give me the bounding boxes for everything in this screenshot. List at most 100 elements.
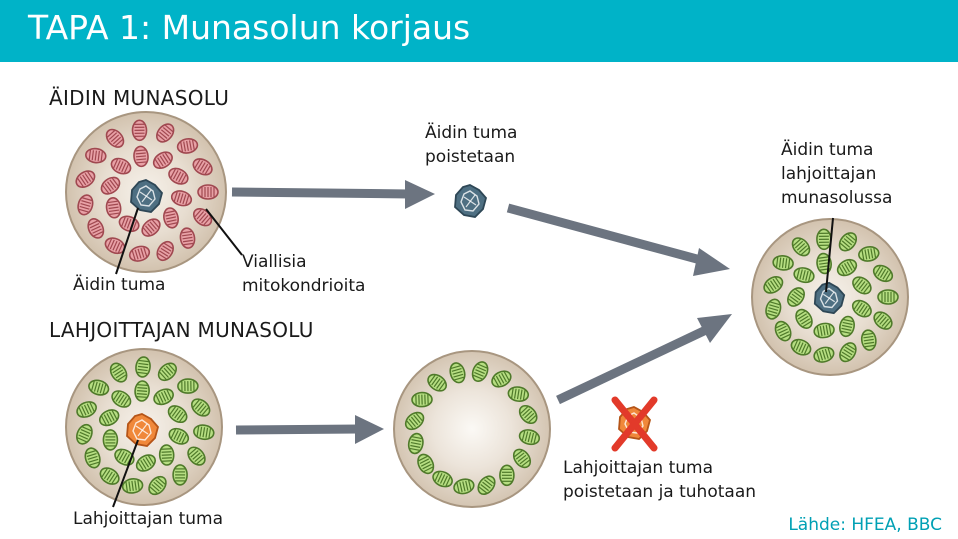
healthy-mitochondrion — [157, 362, 177, 382]
faulty-mitochondrion — [192, 207, 213, 227]
healthy-mitochondrion — [507, 386, 530, 402]
healthy-mitochondrion — [477, 475, 496, 495]
healthy-mitochondrion — [76, 423, 93, 445]
title-bar: TAPA 1: Munasolun korjaus — [0, 0, 958, 62]
healthy-mitochondrion — [121, 478, 144, 494]
faulty-mitochondrion — [168, 167, 189, 185]
healthy-mitochondrion — [518, 404, 538, 425]
healthy-mitochondrion — [427, 373, 447, 392]
donor-nucleus-icon — [126, 413, 159, 447]
healthy-mitochondrion — [791, 237, 811, 257]
removed-mother-nucleus-icon — [454, 184, 487, 218]
result-label-line3: munasolussa — [781, 188, 893, 208]
healthy-mitochondrion — [851, 299, 872, 318]
faulty-mitochondrion — [176, 137, 199, 154]
transferred-mother-nucleus-icon — [813, 281, 846, 315]
mother-nucleus-label: Äidin tuma — [73, 275, 166, 295]
faulty-mitochondrion — [104, 237, 126, 255]
healthy-mitochondrion — [449, 362, 466, 384]
healthy-mitochondrion — [816, 228, 832, 251]
healthy-mitochondrion — [852, 276, 872, 295]
leader-mother-nucleus — [115, 207, 139, 275]
arrow-removed-to-result — [506, 203, 730, 276]
healthy-mitochondrion — [790, 338, 812, 356]
healthy-mitochondrion — [172, 464, 188, 486]
leader-result-nucleus — [825, 217, 834, 293]
donor-removed-label-line1: Lahjoittajan tuma — [563, 458, 713, 478]
healthy-mitochondrion — [813, 346, 835, 363]
arrow-emptied-to-result — [556, 314, 732, 405]
healthy-mitochondrion — [491, 370, 512, 388]
faulty-mitochondrion — [197, 184, 219, 200]
arrow-mother-to-removed — [231, 180, 435, 209]
healthy-mitochondrion — [417, 453, 435, 475]
faulty-mitochondrion — [77, 194, 94, 216]
faulty-mitochondrion — [87, 218, 105, 239]
healthy-mitochondrion — [873, 311, 893, 330]
faulty-mitochondrion — [75, 170, 96, 188]
result-label-line2: lahjoittajan — [781, 164, 877, 184]
healthy-mitochondrion — [518, 429, 541, 446]
faulty-mitochondrion — [179, 227, 196, 249]
faulty-mitochondrion — [110, 157, 132, 175]
leader-donor-nucleus — [112, 439, 139, 508]
healthy-mitochondrion — [838, 232, 858, 252]
healthy-mitochondrion — [471, 361, 489, 383]
nucleus-removed-label-line2: poistetaan — [425, 147, 516, 167]
faulty-mitochondrion — [156, 240, 174, 262]
healthy-mitochondrion — [134, 380, 150, 402]
healthy-mitochondrion — [877, 289, 899, 305]
healthy-mitochondrion — [407, 432, 424, 455]
healthy-mitochondrion — [135, 356, 151, 378]
donor-egg-cell — [65, 348, 223, 506]
result-label-line1: Äidin tuma — [781, 140, 874, 160]
healthy-mitochondrion — [84, 447, 101, 469]
faulty-mitochondrion — [100, 176, 121, 195]
healthy-mitochondrion — [191, 398, 211, 417]
healthy-mitochondrion — [432, 470, 453, 488]
donor-egg-without-nucleus — [393, 350, 551, 508]
healthy-mitochondrion — [787, 287, 805, 307]
healthy-mitochondrion — [836, 258, 858, 277]
donor-removed-label-line2: poistetaan ja tuhotaan — [563, 482, 757, 502]
faulty-mitochondrion — [163, 207, 179, 229]
mother-egg-heading: ÄIDIN MUNASOLU — [49, 86, 230, 110]
healthy-mitochondrion — [153, 388, 174, 406]
healthy-mitochondrion — [177, 378, 199, 394]
healthy-mitochondrion — [774, 320, 792, 342]
healthy-mitochondrion — [772, 255, 794, 271]
healthy-mitochondrion — [76, 401, 97, 418]
faulty-mitochondrion — [85, 147, 107, 164]
faulty-mitochondrion — [152, 151, 173, 170]
faulty-mitochondrion — [133, 145, 149, 168]
page-title: TAPA 1: Munasolun korjaus — [28, 8, 471, 47]
faulty-mitochondrion — [128, 245, 151, 262]
healthy-mitochondrion — [167, 405, 188, 424]
faulty-mito-label-line1: Viallisia — [242, 252, 307, 272]
destroy-cross-icon — [611, 396, 658, 452]
healthy-mitochondrion — [795, 308, 813, 329]
faulty-mito-label-line2: mitokondrioita — [242, 276, 366, 296]
healthy-mitochondrion — [839, 315, 855, 338]
faulty-mitochondrion — [156, 123, 175, 143]
healthy-mitochondrion — [99, 467, 120, 485]
healthy-mitochondrion — [404, 411, 425, 431]
healthy-mitochondrion — [839, 342, 857, 363]
healthy-mitochondrion — [98, 409, 120, 427]
healthy-mitochondrion — [860, 329, 877, 351]
healthy-mitochondrion — [187, 446, 206, 466]
healthy-mitochondrion — [111, 390, 132, 408]
healthy-mitochondrion — [411, 391, 433, 408]
donor-egg-heading: LAHJOITTAJAN MUNASOLU — [49, 318, 314, 342]
healthy-mitochondrion — [135, 454, 156, 472]
faulty-mitochondrion — [170, 190, 193, 207]
healthy-mitochondrion — [499, 464, 515, 487]
healthy-mitochondrion — [858, 245, 880, 262]
healthy-mitochondrion — [168, 427, 190, 445]
healthy-mitochondrion — [88, 379, 110, 396]
healthy-mitochondrion — [453, 478, 475, 495]
faulty-mitochondrion — [131, 119, 148, 142]
egg-repair-diagram — [65, 111, 909, 508]
faulty-mitochondrion — [141, 218, 161, 237]
healthy-mitochondrion — [763, 276, 784, 294]
